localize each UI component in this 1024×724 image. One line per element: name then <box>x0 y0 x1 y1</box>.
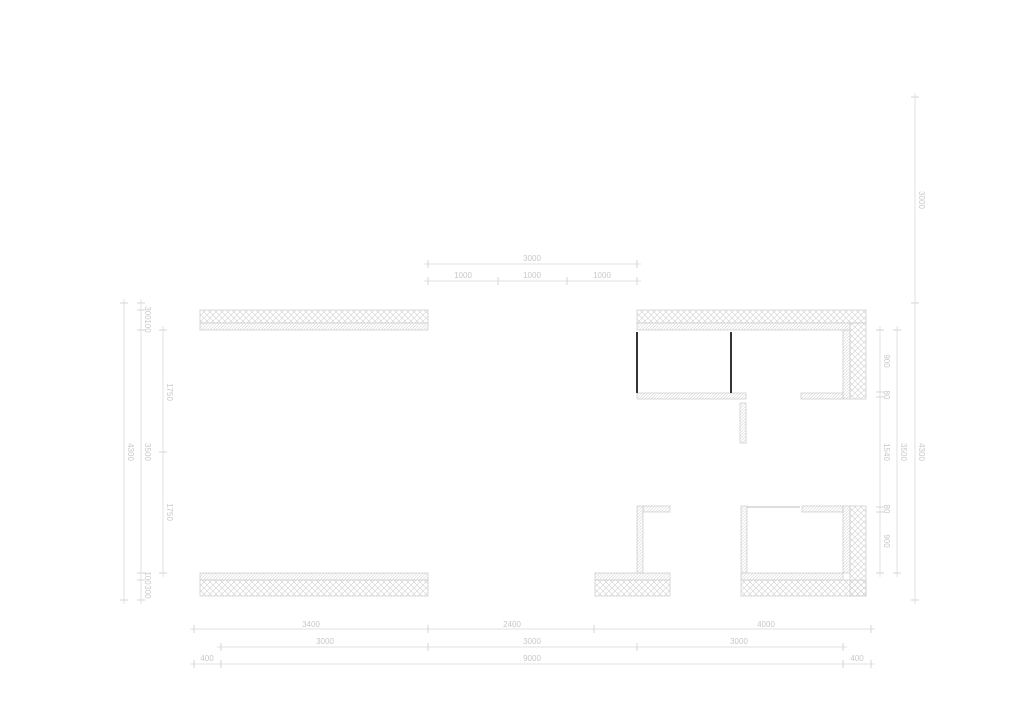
wall-bottom-left <box>199 579 429 597</box>
dim-label: 400 <box>200 654 214 663</box>
dim-label: 100 <box>143 571 152 585</box>
dim-label: 4300 <box>126 443 135 461</box>
dim-label: 3000 <box>917 191 926 209</box>
wall-bottom-right-lining <box>740 572 844 581</box>
wall-bottom-mid-lining <box>594 572 671 581</box>
dim-label: 1000 <box>523 271 541 280</box>
dim-label: 3500 <box>899 443 908 461</box>
dimension-left: 4300 300 100 3500 100 300 1750 1750 <box>120 299 174 604</box>
dim-label: 9000 <box>523 654 541 663</box>
dim-label: 3000 <box>523 254 541 263</box>
dim-label: 2400 <box>503 620 521 629</box>
partition-mid-top <box>642 505 671 513</box>
wall-bottom-mid <box>594 579 671 597</box>
partition-upper-left <box>636 392 747 400</box>
wall-bottom-left-lining <box>199 572 429 581</box>
dimension-bottom: 3400 2400 4000 3000 3000 3000 400 9000 4… <box>190 620 875 668</box>
dimension-top: 3000 1000 1000 1000 <box>424 254 641 285</box>
dim-label: 400 <box>850 654 864 663</box>
wall-right-upper-lining <box>842 329 851 400</box>
dim-label: 3000 <box>523 637 541 646</box>
partition-lower-left <box>740 505 748 574</box>
dim-label: 3000 <box>730 637 748 646</box>
partition-upper-right <box>800 392 844 400</box>
walls <box>199 309 867 597</box>
dim-label: 4300 <box>917 443 926 461</box>
dim-label: 80 <box>882 505 891 514</box>
dim-label: 1000 <box>593 271 611 280</box>
wall-top-left <box>199 309 429 324</box>
dim-label: 300 <box>143 585 152 599</box>
dim-label: 900 <box>882 534 891 548</box>
dim-label: 1540 <box>882 443 891 461</box>
dim-label: 1750 <box>165 383 174 401</box>
wall-right-upper <box>849 322 867 400</box>
dim-label: 1750 <box>165 503 174 521</box>
wall-right-lower-lining <box>842 505 851 574</box>
partition-stub <box>739 402 747 444</box>
dim-label: 3500 <box>143 443 152 461</box>
dim-label: 80 <box>882 391 891 400</box>
dim-label: 3000 <box>316 637 334 646</box>
dim-label: 300 <box>143 306 152 320</box>
dim-label: 4000 <box>757 620 775 629</box>
dim-label: 3400 <box>302 620 320 629</box>
wall-top-left-lining <box>199 322 429 331</box>
wall-top-right <box>636 309 867 324</box>
wall-top-right-lining <box>636 322 851 331</box>
wall-bottom-right <box>740 579 867 597</box>
partition-lower-top <box>801 505 844 513</box>
dim-label: 1000 <box>454 271 472 280</box>
dim-label: 900 <box>882 354 891 368</box>
dim-label: 100 <box>143 319 152 333</box>
partition-mid-vertical <box>636 505 644 574</box>
dimension-right: 900 80 1540 80 900 3500 3000 4300 <box>876 93 926 604</box>
